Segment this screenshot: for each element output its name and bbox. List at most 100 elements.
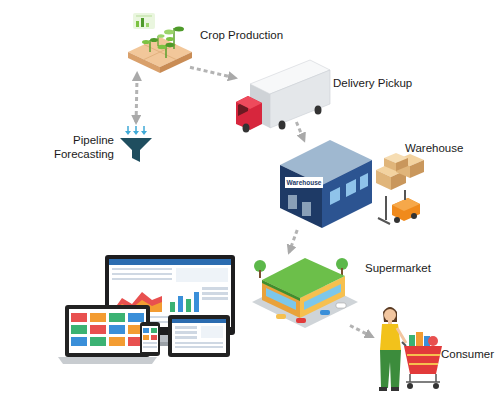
supermarket-illustration [336,303,346,308]
warehouse-illustration [360,173,368,190]
crop-field-illustration [164,30,174,35]
dashboard-devices [69,309,146,353]
stage-label: Delivery Pickup [333,76,412,90]
forecast-funnel-icon [120,126,152,162]
flow-arrow [296,122,304,140]
dashboard-devices [178,296,183,312]
shopper-illustration [407,354,440,356]
forklift-illustration [404,190,406,200]
crop-field-illustration [142,40,150,44]
dashboard-devices [202,292,228,295]
forklift-illustration [385,196,387,220]
crop-field-illustration [136,21,139,27]
crop-field-illustration [133,13,155,29]
dashboard-devices [90,325,106,334]
warehouse-illustration [322,160,372,228]
dashboard-devices [112,273,172,275]
dashboard-devices [202,297,228,300]
shopper-illustration [433,383,439,389]
stage-label: Pipeline Forecasting [52,133,114,161]
crop-field-illustration [158,34,165,38]
warehouse-illustration [280,140,372,228]
delivery-truck-illustration [315,106,322,115]
dashboard-devices [176,268,228,282]
crop-field-illustration [136,16,152,17]
delivery-truck-illustration [279,121,286,130]
dashboard-devices [202,287,228,290]
stage-label: Crop Production [200,28,283,42]
warehouse-illustration [285,177,323,188]
stage-node: Supermarket [255,252,350,330]
cargo-boxes [410,160,424,178]
warehouse-illustration [346,179,356,197]
crop-field-illustration [128,13,192,73]
shopper-illustration [409,363,438,365]
dashboard-devices [143,335,149,340]
crop-field-illustration [174,27,184,32]
crop-field-illustration [146,23,149,27]
dashboard-devices [109,313,125,322]
delivery-truck-illustration [236,96,262,109]
dashboard-devices [71,313,87,322]
dashboard-devices [109,337,125,346]
flow-arrow [350,325,372,336]
crop-field-illustration [166,43,175,47]
crop-field-illustration [158,45,167,49]
dashboard-devices [168,315,230,357]
dashboard-devices [58,255,235,364]
warehouse-illustration [330,187,340,205]
crop-field-illustration [166,37,174,41]
supermarket-illustration [276,314,286,319]
supermarket-illustration [304,284,341,310]
shopper-illustration [379,387,387,391]
delivery-truck-illustration [243,124,250,133]
dashboard-devices [109,259,231,265]
building-sign-text: Warehouse [285,178,323,187]
crop-field-illustration [150,38,158,42]
dashboard-devices [65,305,150,357]
dashboard-devices [58,357,157,364]
cargo-boxes [376,153,424,190]
dashboard-devices [142,326,158,352]
supermarket-illustration [259,270,261,278]
flow-arrow [289,230,297,252]
dashboard-devices [128,313,144,322]
dashboard-devices [170,302,175,312]
forecast-funnel-icon [120,138,152,162]
dashboard-devices [175,346,223,348]
crop-field-illustration [157,36,158,46]
shopper-illustration [402,342,406,346]
shopper-illustration [435,374,437,382]
dashboard-devices [71,337,87,346]
cargo-boxes [384,158,396,171]
supermarket-illustration [252,258,358,328]
dashboard-devices [172,319,226,353]
shopper-illustration [409,335,415,347]
forklift-illustration [378,190,420,224]
cargo-boxes [376,170,391,190]
shopper-illustration [428,336,438,346]
warehouse-illustration [288,195,297,209]
crop-field-illustration [128,52,160,73]
forecast-funnel-icon [125,131,131,135]
supermarket-illustration [296,318,306,323]
dashboard-devices [175,331,197,334]
dashboard-devices [112,278,172,280]
stage-label: Warehouse [405,141,463,155]
shopper-illustration [416,332,423,347]
dashboard-devices [175,342,223,344]
stage-label: Supermarket [365,261,431,275]
shopper-illustration [391,387,399,391]
dashboard-devices [151,335,157,340]
flow-arrow [135,74,139,122]
dashboard-devices [201,326,223,338]
shopper-illustration [409,374,411,382]
cargo-boxes [396,158,408,171]
crop-field-illustration [160,52,192,73]
dashboard-devices [90,313,106,322]
shopper-illustration [407,383,413,389]
forklift-illustration [378,218,390,224]
